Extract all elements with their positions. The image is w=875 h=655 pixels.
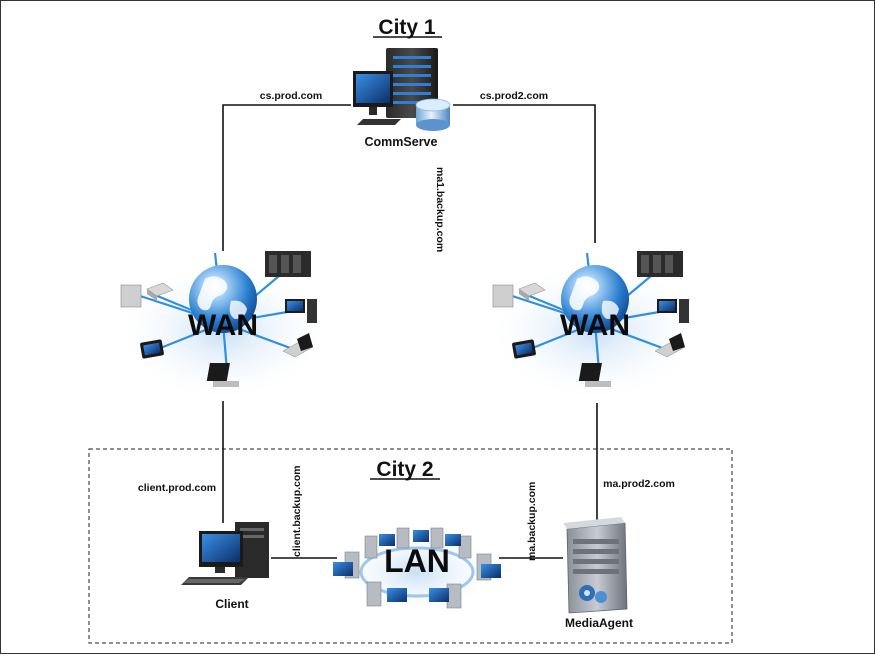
link-label-client-prod: client.prod.com [138,482,216,494]
wan-right-desktop-icon [492,284,514,308]
wan-left-tablet-icon [140,339,164,359]
client-label: Client [215,597,248,611]
wan-right-cloud: WAN [487,251,703,403]
mediaagent-label: MediaAgent [565,616,633,630]
wan-left-cloud: WAN [115,251,331,403]
wan-left-server-icon [265,251,311,277]
wan-right-tablet-icon [512,339,536,359]
wan-right-laptop2-icon [578,363,611,387]
link-label-ma-prod2: ma.prod2.com [603,478,675,490]
mediaagent-server-icon [563,517,628,614]
link-label-ma-backup: ma.backup.com [526,482,538,561]
city2-boundary [88,448,733,644]
link-label-client-backup: client.backup.com [291,465,303,557]
link-label-ma1-backup: ma1.backup.com [434,167,446,252]
lan-label: LAN [384,543,450,579]
wan-left-laptop-icon [282,333,314,358]
connection-lines [222,104,598,559]
wan-left-router-icon [146,282,174,301]
wan-left-globe-icon [189,265,257,333]
city2-label: City 2 [376,458,433,481]
city1-title: City 1 [373,16,442,39]
commserve-label: CommServe [365,135,438,149]
wan-right-router-icon [518,282,546,301]
wan-left-desktop-icon [120,284,142,308]
wan-right-workstation-icon [657,299,689,323]
client-computer-icon [181,522,269,585]
wan-right-server-icon [637,251,683,277]
wan-right-label: WAN [560,309,630,342]
city2-title: City 2 [370,458,440,481]
wan-left-laptop2-icon [206,363,239,387]
city1-label: City 1 [378,16,436,39]
wan-right-laptop-icon [654,333,686,358]
wan-left-workstation-icon [285,299,317,323]
commserve-icon [353,48,451,131]
wan-left-label: WAN [188,309,258,342]
link-label-cs-prod: cs.prod.com [260,90,322,102]
link-label-cs-prod2: cs.prod2.com [480,90,548,102]
lan-cluster-icon: LAN [333,527,501,616]
link-cs-to-wan-left [222,104,351,251]
link-cs-to-wan-right [453,104,596,243]
wan-right-globe-icon [561,265,629,333]
